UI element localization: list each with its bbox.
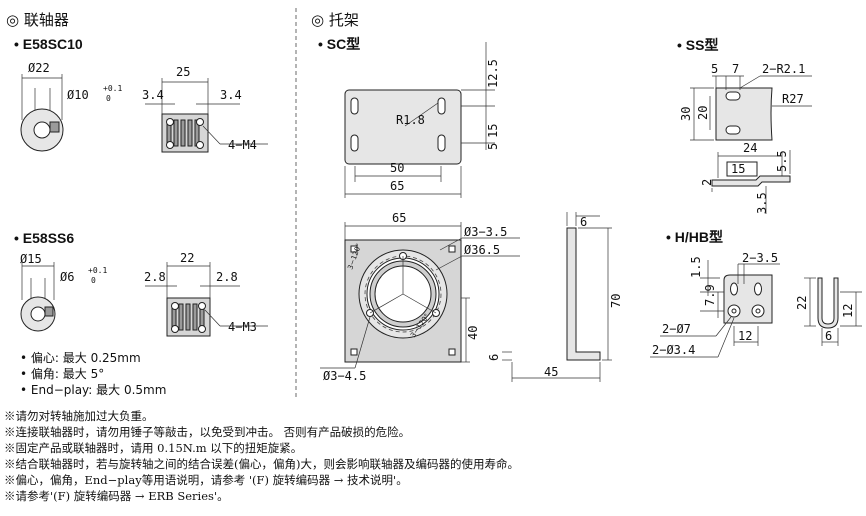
ss-dim-20: 20 bbox=[696, 106, 710, 120]
e58sc10-screw-label: 4−M4 bbox=[228, 138, 257, 152]
sc-plate-view bbox=[344, 42, 495, 198]
ss-dim-55: 5.5 bbox=[775, 150, 789, 172]
ss-top-view bbox=[690, 75, 812, 141]
sc-side-6b: 6 bbox=[487, 354, 501, 361]
e58ss6-side-right-label: 2.8 bbox=[216, 270, 238, 284]
ss-dim-30: 30 bbox=[679, 107, 693, 121]
coupling-heading: ◎ 联轴器 bbox=[6, 11, 69, 29]
ss-dim-5: 5 bbox=[711, 62, 718, 76]
h-dim-34: 2−Ø3.4 bbox=[652, 343, 695, 357]
e58ss6-length-label: 22 bbox=[180, 251, 194, 265]
sc-front-view bbox=[320, 222, 520, 369]
h-type-title: • H/HB型 bbox=[666, 229, 723, 245]
h-dim-12b: 12 bbox=[841, 304, 855, 318]
sc-dim-top: 12.5 bbox=[486, 59, 500, 88]
ss-side-view bbox=[711, 150, 791, 214]
bracket-heading: ◎ 托架 bbox=[311, 11, 359, 29]
note-line-5: ※偏心，偏角，End−play等用语说明，请参考 '(F) 旋转编码器 → 技术… bbox=[4, 473, 408, 487]
e58ss6-front-view bbox=[20, 262, 56, 332]
sc-side-6: 6 bbox=[580, 215, 587, 229]
sc-pcd-label: Ø36.5 bbox=[464, 243, 500, 257]
sc-dim-65: 65 bbox=[390, 179, 404, 193]
h-dim-12: 12 bbox=[738, 329, 752, 343]
sc-side-70: 70 bbox=[609, 294, 623, 308]
ss-dim-2: 2 bbox=[700, 179, 714, 186]
e58sc10-side-right-label: 3.4 bbox=[220, 88, 242, 102]
note-line-2: ※连接联轴器时，请勿用锤子等敲击，以免受到冲击。 否则有产品破损的危险。 bbox=[4, 425, 410, 439]
h-dim-79: 7.9 bbox=[703, 284, 717, 306]
e58ss6-side-view bbox=[145, 262, 268, 337]
e58sc10-tol-lower: 0 bbox=[106, 94, 111, 103]
coupling-spec-angle: • 偏角: 最大 5° bbox=[20, 366, 104, 381]
h-front-view bbox=[650, 260, 780, 358]
coupling-spec-eccentricity: • 偏心: 最大 0.25mm bbox=[20, 350, 141, 365]
e58sc10-side-view bbox=[145, 78, 268, 153]
e58sc10-bore-label: Ø10 bbox=[67, 88, 89, 102]
e58ss6-side-left-label: 2.8 bbox=[144, 270, 166, 284]
e58ss6-title: • E58SS6 bbox=[14, 230, 74, 246]
ss-dim-7: 7 bbox=[732, 62, 739, 76]
h-dim-7: 2−Ø7 bbox=[662, 322, 691, 336]
ss-dim-35: 3.5 bbox=[755, 192, 769, 214]
e58ss6-tol-upper: +0.1 bbox=[88, 266, 107, 275]
sc-hole-b-label: Ø3−4.5 bbox=[323, 369, 366, 383]
e58sc10-side-left-label: 3.4 bbox=[142, 88, 164, 102]
note-line-3: ※固定产品或联轴器时，请用 0.15N.m 以下的扭矩旋紧。 bbox=[4, 441, 302, 455]
h-side-view bbox=[804, 277, 862, 346]
ss-dim-15: 15 bbox=[731, 162, 745, 176]
ss-type-title: • SS型 bbox=[677, 37, 718, 53]
note-line-1: ※请勿对转轴施加过大负重。 bbox=[4, 409, 154, 423]
e58sc10-dia-label: Ø22 bbox=[28, 61, 50, 75]
sc-dim-r: R1.8 bbox=[396, 113, 425, 127]
e58sc10-length-label: 25 bbox=[176, 65, 190, 79]
e58sc10-tol-upper: +0.1 bbox=[103, 84, 122, 93]
ss-dim-24: 24 bbox=[743, 141, 757, 155]
sc-hole-label: Ø3−3.5 bbox=[464, 225, 507, 239]
sc-type-title: • SC型 bbox=[318, 36, 360, 52]
e58sc10-front-view bbox=[20, 74, 64, 152]
ss-dim-r21: 2−R2.1 bbox=[762, 62, 805, 76]
h-dim-6: 6 bbox=[825, 329, 832, 343]
sc-dim-40: 40 bbox=[466, 326, 480, 340]
h-dim-r35: 2−3.5 bbox=[742, 251, 778, 265]
sc-front-65: 65 bbox=[392, 211, 406, 225]
sc-side-45: 45 bbox=[544, 365, 558, 379]
sc-dim-5: 5 bbox=[486, 143, 500, 150]
sc-dim-15: 15 bbox=[486, 124, 500, 138]
e58ss6-screw-label: 4−M3 bbox=[228, 320, 257, 334]
e58ss6-dia-label: Ø15 bbox=[20, 252, 42, 266]
sc-dim-50: 50 bbox=[390, 161, 404, 175]
e58ss6-bore-label: Ø6 bbox=[60, 270, 74, 284]
sc-side-view bbox=[502, 212, 612, 382]
ss-dim-r27: R27 bbox=[782, 92, 804, 106]
h-dim-15: 1.5 bbox=[689, 256, 703, 278]
note-line-6: ※请参考'(F) 旋转编码器 → ERB Series'。 bbox=[4, 489, 229, 503]
coupling-spec-endplay: • End−play: 最大 0.5mm bbox=[20, 383, 166, 397]
e58ss6-tol-lower: 0 bbox=[91, 276, 96, 285]
h-dim-22: 22 bbox=[795, 296, 809, 310]
note-line-4: ※结合联轴器时，若与旋转轴之间的结合误差(偏心，偏角)大，则会影响联轴器及编码器… bbox=[4, 457, 519, 471]
e58sc10-title: • E58SC10 bbox=[14, 36, 83, 52]
